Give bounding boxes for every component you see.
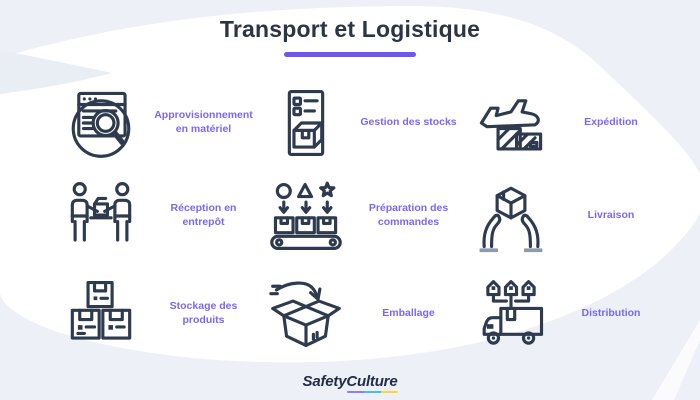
grid-item-label: Expédition [584, 116, 638, 129]
warehouse-handover-icon [55, 178, 147, 254]
grid-item-emballage: Emballage [260, 264, 465, 364]
grid-item-label: Stockage des produits [169, 300, 238, 326]
grid-item-label: Gestion des stocks [360, 116, 457, 129]
grid-item-label: Approvisionnement en matériel [154, 109, 253, 135]
grid-item-gestion-stocks: Gestion des stocks [260, 78, 465, 168]
grid-item-label: Distribution [581, 307, 641, 320]
grid-item-reception: Réception en entrepôt [55, 168, 260, 264]
grid-item-label: Emballage [382, 307, 435, 320]
grid-item-expedition: Expédition [465, 78, 665, 168]
title-block: Transport et Logistique [0, 16, 700, 57]
brand-name-first: Safety [302, 373, 347, 390]
brand-name-second: Culture [346, 373, 399, 393]
grid-item-preparation: Préparation des commandes [260, 168, 465, 264]
process-grid: Approvisionnement en matériel Gestion de… [55, 78, 665, 364]
conveyor-sorting-icon [260, 178, 352, 254]
page-title: Transport et Logistique [219, 16, 481, 42]
open-box-packing-icon [260, 276, 352, 352]
grid-item-approvisionnement: Approvisionnement en matériel [55, 78, 260, 168]
stock-checklist-icon [260, 85, 352, 161]
delivery-truck-routes-icon [465, 276, 557, 352]
cargo-plane-icon [465, 85, 557, 161]
grid-item-stockage: Stockage des produits [55, 264, 260, 364]
brand-footer: SafetyCulture [0, 373, 700, 393]
hands-holding-box-icon [465, 178, 557, 254]
grid-item-label: Livraison [587, 209, 635, 222]
brand-underline [347, 390, 399, 393]
grid-item-livraison: Livraison [465, 168, 665, 264]
stacked-boxes-icon [55, 276, 147, 352]
sourcing-magnifier-icon [55, 85, 147, 161]
grid-item-label: Réception en entrepôt [170, 202, 237, 228]
grid-item-distribution: Distribution [465, 264, 665, 364]
grid-item-label: Préparation des commandes [368, 202, 449, 228]
title-accent-underline [284, 52, 416, 57]
